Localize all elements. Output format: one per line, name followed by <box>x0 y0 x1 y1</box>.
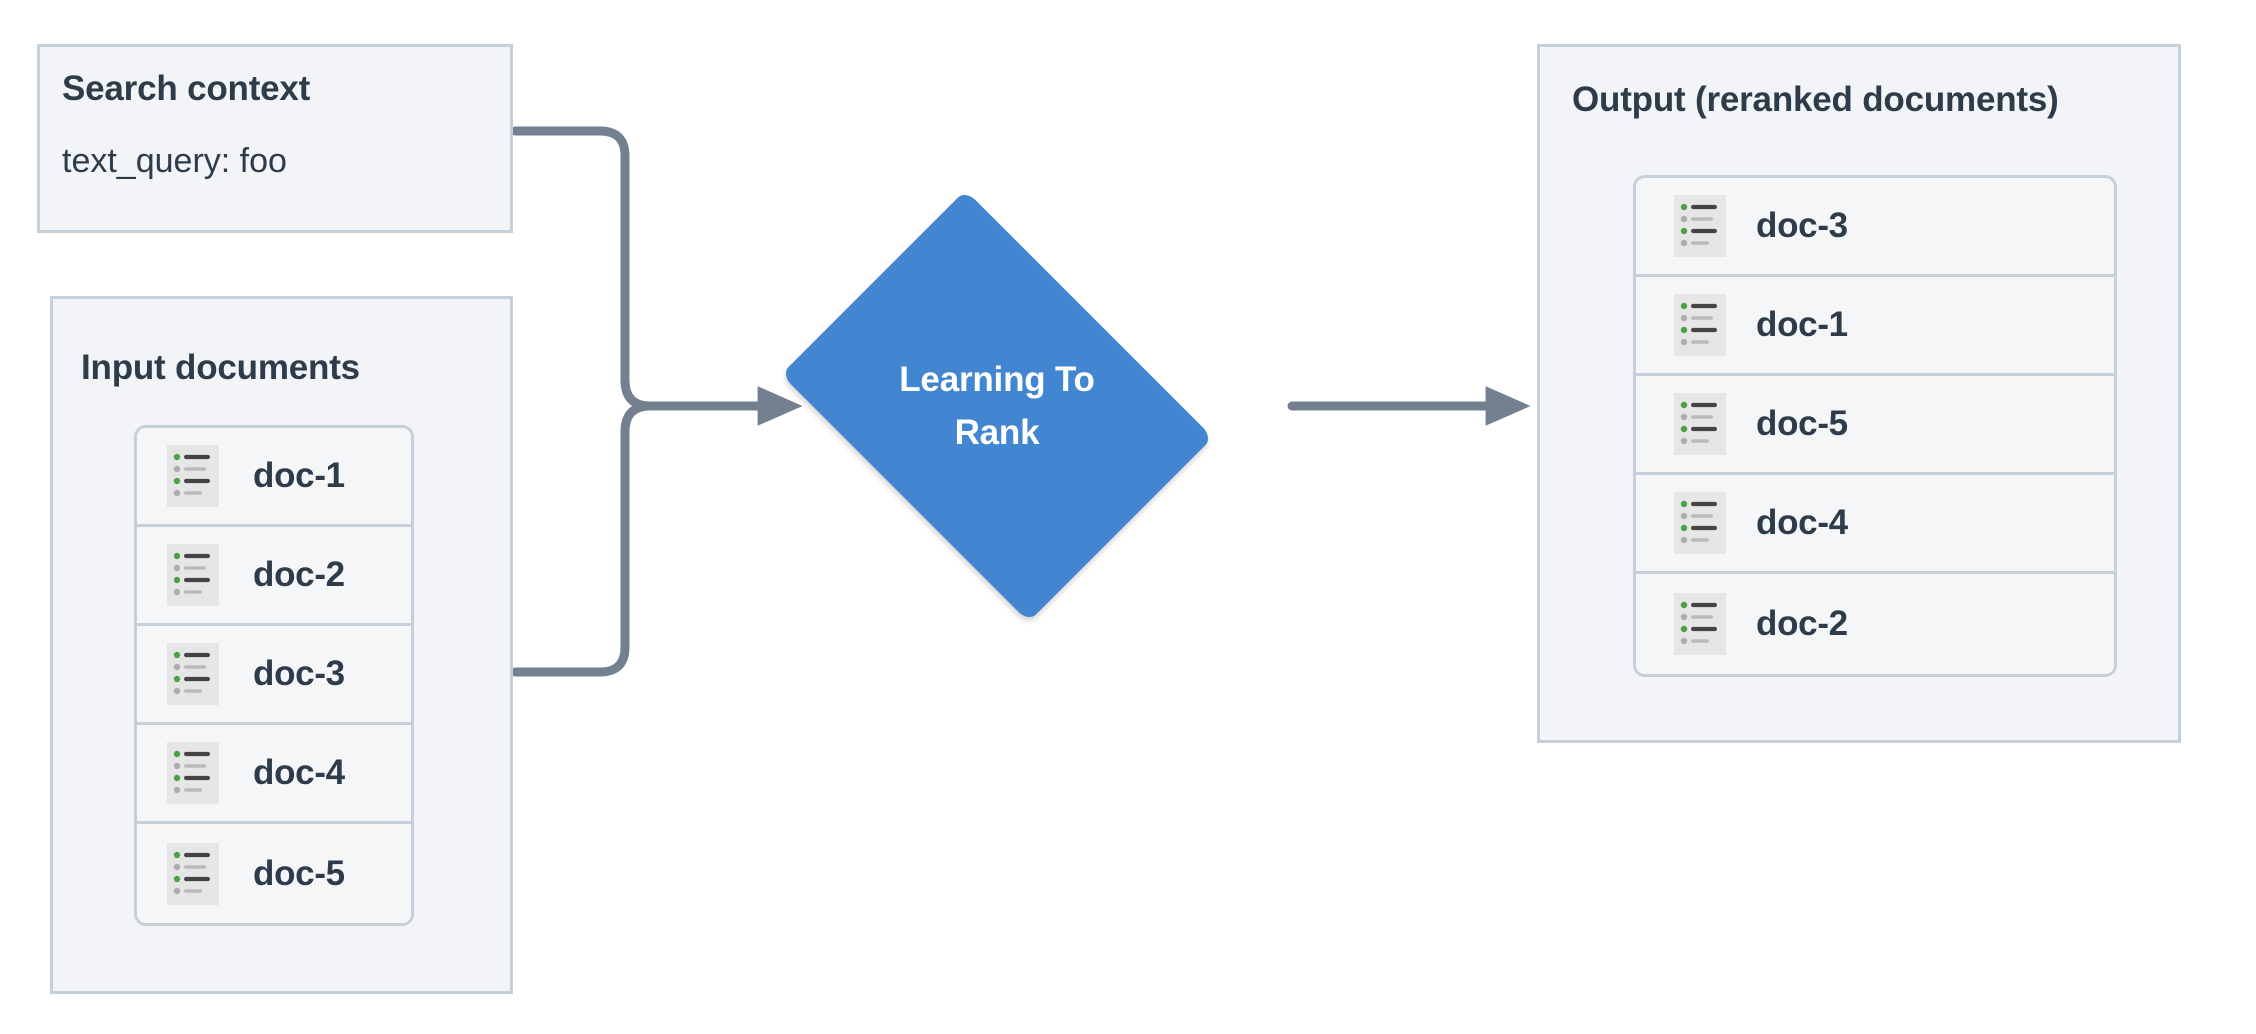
document-row-label: doc-2 <box>253 555 345 594</box>
document-row[interactable]: doc-1 <box>137 428 411 527</box>
document-row-label: doc-2 <box>1756 603 1848 643</box>
document-row-label: doc-5 <box>253 853 345 893</box>
document-row-label: doc-5 <box>1756 404 1848 443</box>
document-list-icon <box>1674 294 1726 356</box>
document-row[interactable]: doc-5 <box>137 824 411 923</box>
document-row[interactable]: doc-4 <box>1636 475 2114 574</box>
document-row[interactable]: doc-2 <box>137 527 411 626</box>
document-list-icon <box>167 643 219 705</box>
document-list-icon <box>167 445 219 507</box>
document-row[interactable]: doc-5 <box>1636 376 2114 475</box>
output-documents-list: doc-3 doc-1 doc-5 doc-4 doc-2 <box>1633 175 2117 677</box>
document-row[interactable]: doc-3 <box>1636 178 2114 277</box>
output-panel-title: Output (reranked documents) <box>1572 80 2059 119</box>
document-list-icon <box>167 742 219 804</box>
learning-to-rank-node[interactable]: Learning To Rank <box>781 190 1213 622</box>
document-row[interactable]: doc-2 <box>1636 574 2114 673</box>
document-list-icon <box>1674 492 1726 554</box>
document-list-icon <box>1674 592 1726 655</box>
document-row[interactable]: doc-1 <box>1636 277 2114 376</box>
document-row-label: doc-4 <box>1756 503 1848 542</box>
search-context-panel: Search context text_query: foo <box>37 44 513 233</box>
document-list-icon <box>1674 195 1726 257</box>
document-row-label: doc-4 <box>253 753 345 792</box>
input-documents-list: doc-1 doc-2 doc-3 doc-4 doc-5 <box>134 425 414 926</box>
ltr-label-line-2: Rank <box>954 413 1040 452</box>
search-context-query-text: text_query: foo <box>62 142 287 180</box>
document-list-icon <box>167 544 219 606</box>
document-row-label: doc-1 <box>1756 305 1848 344</box>
search-context-title: Search context <box>62 69 311 108</box>
document-list-icon <box>1674 393 1726 455</box>
document-row-label: doc-3 <box>253 654 345 693</box>
document-row[interactable]: doc-4 <box>137 725 411 824</box>
document-list-icon <box>167 842 219 905</box>
input-documents-title: Input documents <box>81 348 360 387</box>
document-row-label: doc-3 <box>1756 206 1848 245</box>
ltr-label-line-1: Learning To <box>899 359 1095 399</box>
document-row-label: doc-1 <box>253 456 345 495</box>
connector-input-documents-to-ltr <box>510 401 705 677</box>
connector-search-context-to-ltr <box>510 126 705 411</box>
ltr-node-label: Learning To Rank <box>822 231 1172 581</box>
document-row[interactable]: doc-3 <box>137 626 411 725</box>
